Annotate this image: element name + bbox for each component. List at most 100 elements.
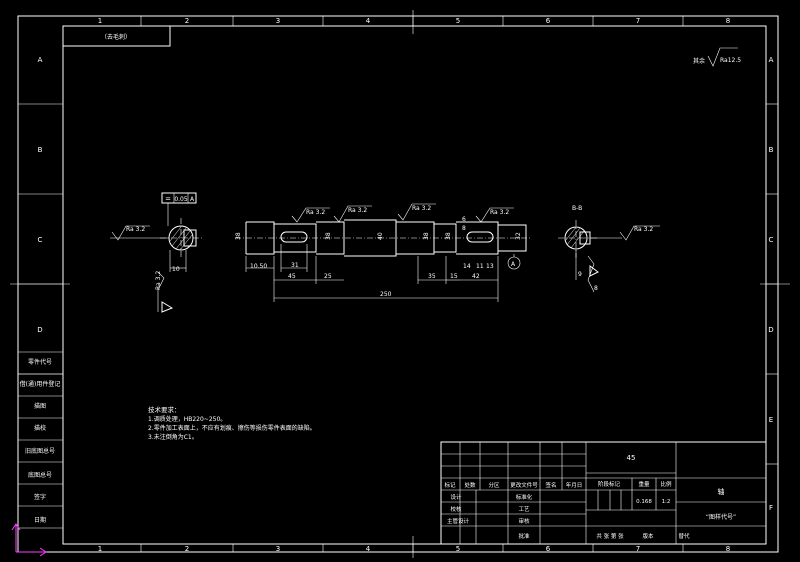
ucs-icon — [11, 523, 47, 557]
tb-drawing-number: “图样代号” — [706, 513, 736, 521]
shaft-main-view: 38 38 40 38 38 32 Ra 3.2 Ra 3.2 Ra 3.2 R… — [235, 203, 530, 302]
roughness-value: Ra12.5 — [720, 57, 741, 64]
tb-version: 版本 — [642, 532, 654, 540]
col-label: 1 — [98, 17, 102, 25]
tolerance-datum: A — [190, 196, 195, 203]
row-label: A — [38, 56, 43, 64]
col-label: 8 — [726, 17, 730, 25]
dim-label: 14 — [463, 263, 471, 270]
tb-cell: 审核 — [518, 517, 530, 525]
col-label: 7 — [636, 545, 640, 553]
tb-cell: 比例 — [660, 480, 672, 488]
tb-cell: 处数 — [464, 481, 476, 489]
dim-label: 38 — [325, 232, 332, 240]
roughness-label: Ra 3.2 — [306, 209, 325, 216]
left-section-view: Ra 3.2 = 0.05 A 10 Ra 3.2 — [110, 192, 202, 313]
dim-label: 11 — [476, 263, 484, 270]
side-table-cell: 描校 — [34, 424, 46, 432]
tb-cell: 主管设计 — [447, 517, 470, 525]
col-label: 5 — [456, 545, 460, 553]
dim-label: 10 — [172, 266, 180, 273]
dim-label: 38 — [445, 232, 452, 240]
tb-cell: 设计 — [450, 493, 462, 501]
roughness-label: Ra 3.2 — [155, 271, 162, 290]
dim-label: 38 — [423, 232, 430, 240]
dim-label: 40 — [377, 232, 384, 240]
dim-label: 10.50 — [250, 263, 267, 270]
side-table-cell: 底图总号 — [28, 471, 52, 479]
col-label: 6 — [546, 545, 551, 553]
col-label: 4 — [366, 545, 371, 553]
dim-label: 38 — [235, 232, 242, 240]
tb-cell: 标准化 — [516, 493, 533, 501]
col-label: 1 — [98, 545, 102, 553]
dim-label: 25 — [324, 273, 332, 280]
dim-label: 9 — [578, 271, 582, 278]
tb-cell: 校核 — [450, 505, 462, 513]
corner-note-box: （去毛刺） — [62, 25, 171, 47]
tb-cell: 工艺 — [518, 506, 530, 513]
tb-sheet-info: 共 张 第 张 — [596, 532, 624, 540]
row-label: B — [38, 146, 43, 154]
tb-replace: 替代 — [678, 532, 690, 540]
dim-label: 42 — [472, 273, 480, 280]
tolerance-value: 0.05 — [174, 196, 188, 203]
row-label: D — [768, 326, 773, 334]
section-label: B-B — [572, 205, 582, 212]
tech-req-item: 1.调质处理，HB220~250。 — [148, 415, 226, 423]
dim-label: 6 — [462, 216, 466, 223]
tb-cell: 批准 — [518, 532, 530, 540]
col-label: 4 — [366, 17, 371, 25]
roughness-prefix: 其余 — [693, 57, 705, 65]
tb-cell: 签名 — [545, 481, 556, 489]
row-label: C — [769, 236, 774, 244]
row-label: B — [769, 146, 774, 154]
roughness-label: Ra 3.2 — [634, 226, 653, 233]
side-table-cell: 日期 — [34, 516, 46, 524]
col-label: 7 — [636, 17, 640, 25]
right-section-view: B-B Ra 3.2 9 8 — [558, 205, 660, 293]
tb-cell: 标记 — [444, 481, 456, 489]
datum-label: A — [511, 261, 516, 268]
row-label: D — [37, 326, 42, 334]
side-table-cell: 借(通)用件登记 — [20, 380, 61, 388]
col-label: 6 — [546, 17, 551, 25]
tb-cell: 阶段标记 — [598, 480, 621, 488]
title-block: 45 轴 “图样代号” 标记 处数 分区 更改文件号 签名 年月日 设计 校核 … — [440, 441, 767, 545]
row-label: A — [769, 56, 774, 64]
roughness-label: Ra 3.2 — [126, 226, 145, 233]
tb-weight: 0.168 — [636, 499, 652, 505]
tolerance-symbol: = — [165, 195, 171, 203]
roughness-label: Ra 3.2 — [490, 209, 509, 216]
side-table-cell: 零件代号 — [28, 358, 52, 366]
tb-cell: 分区 — [488, 481, 500, 489]
col-label: 3 — [276, 17, 280, 25]
roughness-label: Ra 3.2 — [348, 207, 367, 214]
col-label: 5 — [456, 17, 460, 25]
tb-material: 45 — [627, 454, 636, 462]
side-table: 零件代号 借(通)用件登记 描图 描校 旧底图总号 底图总号 签字 日期 — [18, 351, 63, 529]
col-label: 2 — [185, 17, 189, 25]
general-roughness: 其余 Ra12.5 — [693, 47, 741, 67]
tech-req-title: 技术要求： — [148, 405, 181, 414]
tb-scale: 1:2 — [662, 499, 671, 505]
tech-req-item: 2.零件加工表面上，不应有划痕、擦伤等损伤零件表面的缺陷。 — [148, 424, 316, 432]
tb-cell: 重量 — [638, 480, 650, 488]
roughness-label: Ra 3.2 — [412, 205, 431, 212]
col-label: 8 — [726, 545, 730, 553]
tb-cell: 更改文件号 — [510, 481, 538, 489]
corner-note: （去毛刺） — [101, 33, 131, 41]
row-label: F — [769, 504, 773, 512]
dim-label: 8 — [462, 225, 466, 232]
dim-label: 35 — [428, 273, 436, 280]
col-label: 3 — [276, 545, 280, 553]
row-label: C — [38, 236, 43, 244]
tb-cell: 年月日 — [566, 481, 583, 489]
dim-label: 13 — [486, 263, 494, 270]
technical-requirements: 技术要求： 1.调质处理，HB220~250。 2.零件加工表面上，不应有划痕、… — [148, 405, 316, 441]
dim-label: 250 — [380, 291, 392, 298]
dim-label: 15 — [450, 273, 458, 280]
dim-label: 8 — [594, 285, 598, 292]
dim-label: 32 — [515, 232, 522, 240]
